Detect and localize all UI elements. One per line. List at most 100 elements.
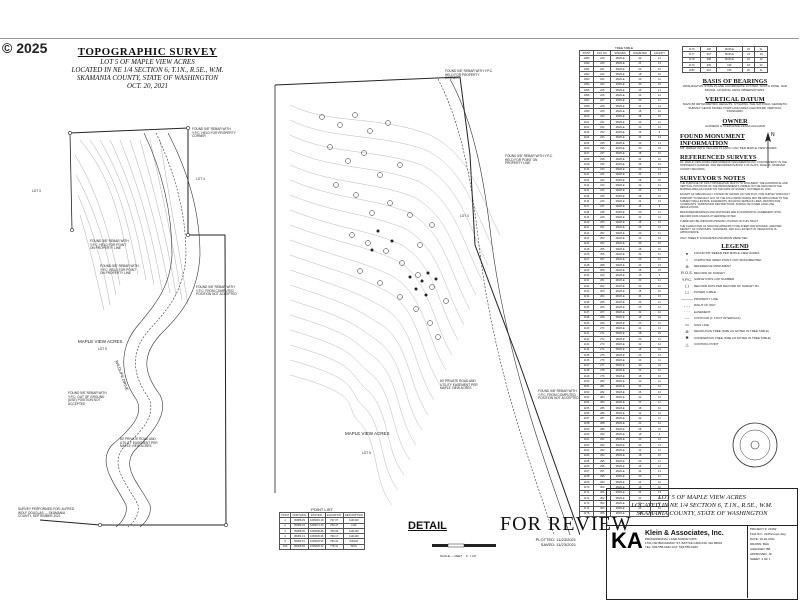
legend-item: R.O.S.RECORD OF SURVEY — [680, 269, 790, 276]
table-cell: 1156625.33 — [307, 543, 326, 551]
legend-item: ( )RECORD DATA PER RECORD OF SURVEY R1 — [680, 282, 790, 289]
surveyors-note-5: THE CHARACTER OF GROUND APPEARS TO BE ST… — [680, 225, 782, 235]
legend-label: CONTOUR (1' FOOT INTERVALS) — [694, 316, 741, 321]
company-address: 1701 NW BROADWAY ST. BATTLE GROUND, WA 9… — [645, 541, 723, 545]
legend-label: RIGHT OF WAY — [694, 303, 716, 308]
scale-bar — [432, 543, 496, 548]
legend-item: ⊕REFERENCE MONUMENT — [680, 263, 790, 270]
legend-label: COMPUTED INDEX POINT, NOT MONUMENTED — [694, 257, 762, 262]
legend-symbol-icon: ○ — [685, 257, 689, 263]
point-list-title: POINT LIST — [311, 507, 333, 512]
review-stamp: FOR REVIEW — [500, 513, 632, 535]
legend-label: SIGN LINE — [694, 322, 709, 327]
scale-text: SCALE — FEET — [440, 554, 463, 558]
legend-symbol-icon: ~~ — [684, 315, 690, 321]
left-note-2: FOUND 5/8" REBAR WITH Y.P.C. HELD FOR PO… — [90, 239, 129, 251]
table-cell: 95068.59 — [290, 543, 309, 551]
sheet-top-rule — [0, 38, 799, 601]
tree-table-title: TREE TABLE — [614, 46, 634, 50]
legend-symbol-icon: ✱ — [685, 335, 689, 341]
legend-label: FOUND 5/8" REBAR PER MAPLE VIEW ACRES — [694, 251, 760, 256]
copyright-text: © 2025 — [2, 40, 48, 56]
legend-label: PROPERTY LINE — [694, 296, 718, 301]
legend-label: CONTROL POINT — [694, 342, 719, 347]
legend-label: RECORD OF SURVEY — [694, 270, 726, 275]
saved-date: SAVED: 11/23/2021 — [540, 542, 576, 547]
project-info-row: APPROVED: JK — [750, 552, 772, 556]
legend-item: - - -RIGHT OF WAY — [680, 302, 790, 309]
road-wildlife-drive — [105, 132, 201, 528]
surveyor-seal — [732, 422, 778, 468]
info-column: BASIS OF BEARINGS WASHINGTON STATE PLANE… — [680, 78, 790, 347]
legend-item: ✱ CONIFEROUS TREE (SIZE AS NOTED IN TREE … — [680, 334, 790, 341]
tree-cluster — [370, 229, 438, 297]
legend-label: CONIFEROUS TREE (SIZE AS NOTED IN TREE T… — [694, 335, 771, 340]
legend-symbol-icon: - - - — [683, 302, 691, 308]
plotted-date: PLOTTED: 11/23/2021 — [535, 537, 576, 542]
tb-line-1: LOT 5 OF MAPLE VIEW ACRES — [658, 494, 746, 501]
surveyors-note-3: MEASURED BEARINGS AND DISTANCES ARE IN H… — [680, 211, 781, 218]
lot-boundary-left — [39, 127, 227, 526]
right-note-2: FOUND 5/8" REBAR WITH Y.P.C. HELD FOR PO… — [505, 154, 553, 166]
tb-divider — [607, 525, 797, 526]
lot-boundary-right — [274, 76, 580, 535]
owner-text: ALFREDO & STEPHANIE DESSI-HULLMAN — [704, 123, 765, 128]
legend-list: ● FOUND 5/8" REBAR PER MAPLE VIEW ACRES ○ C… — [680, 250, 790, 348]
surveyors-note-4: THERE MAY BE UNKNOWN PRIVATE UTILITIES O… — [680, 219, 759, 223]
referenced-surveys-title: REFERENCED SURVEYS — [680, 154, 757, 162]
plot-dates: PLOTTED: 11/23/2021 SAVED: 11/23/2021 — [510, 537, 576, 547]
detail-map — [274, 76, 580, 535]
company-sub: PROFESSIONAL LAND SURVEYORS — [645, 537, 697, 541]
legend-label: RECORD DATA PER RECORD OF SURVEY R1 — [694, 283, 759, 288]
left-note-5: FOUND 5/8" REBAR WITH Y.P.C. OUT OF GROU… — [68, 391, 107, 406]
project-info-row: FILE NO.: 21052-topo.dwg — [750, 532, 786, 536]
lot5-label-right: LOT 5 — [362, 451, 371, 455]
legend-label: DECIDUOUS TREE (SIZE AS NOTED IN TREE TA… — [694, 329, 769, 334]
title-block: LOT 5 OF MAPLE VIEW ACRES LOCATED IN NE … — [606, 488, 798, 600]
tree-markers — [319, 112, 449, 340]
legend-label: EASEMENT — [694, 309, 711, 314]
legend-item: ▭ SIGN LINE — [680, 321, 790, 328]
legend-symbol-icon: ▭ — [685, 322, 689, 328]
legend-item: △CONTROL POINT — [680, 341, 790, 348]
legend-symbol-icon: ● — [685, 250, 689, 256]
lot4-label-left: LOT 4 — [196, 177, 205, 181]
title-block-header: LOT 5 OF MAPLE VIEW ACRES LOCATED IN NE … — [607, 489, 797, 518]
legend-symbol-icon: ⊗ — [685, 328, 689, 334]
left-note-1: FOUND 5/8" REBAR WITH Y.P.C. HELD FOR PR… — [192, 127, 236, 139]
legend-label: REFERENCE MONUMENT — [694, 264, 732, 269]
legend-label: SURVEYOR'S CAP NUMBER — [694, 277, 735, 282]
project-info-row: DATE: 10-20-2021 — [750, 537, 775, 541]
table-cell: 305 — [593, 510, 612, 518]
project-info-row: CHECKED: BB — [750, 547, 771, 551]
project-info-row: SHEET: 1 OF 1 — [750, 557, 771, 561]
subdivision-label-right: MAPLE VIEW ACRES — [345, 431, 390, 436]
legend-symbol-icon: ☐ — [685, 289, 689, 295]
surveyors-note-2: EXCEPT AS SPECIFICALLY STATED OR SHOWN O… — [680, 193, 790, 210]
basis-of-bearings-text: WASHINGTON STATE PLANE COORDINATE SYSTEM… — [682, 84, 788, 92]
found-monument-title: FOUND MONUMENT INFORMATION — [680, 132, 745, 147]
legend-item: ~~ CONTOUR (1' FOOT INTERVALS) — [680, 315, 790, 322]
legend-item: · · ·EASEMENT — [680, 308, 790, 315]
legend-symbol-icon: Y.P.C. — [681, 276, 693, 282]
vertical-datum-text: NAVD 88 ORTHOMETRIC HEIGHTS, UTILIZING T… — [682, 102, 788, 114]
table-cell: 11 — [754, 67, 768, 74]
header-line-4: OCT. 20, 2021 — [126, 82, 169, 90]
table-cell: 10 — [649, 510, 670, 518]
lot3-label-left: LOT 3 — [32, 189, 41, 193]
